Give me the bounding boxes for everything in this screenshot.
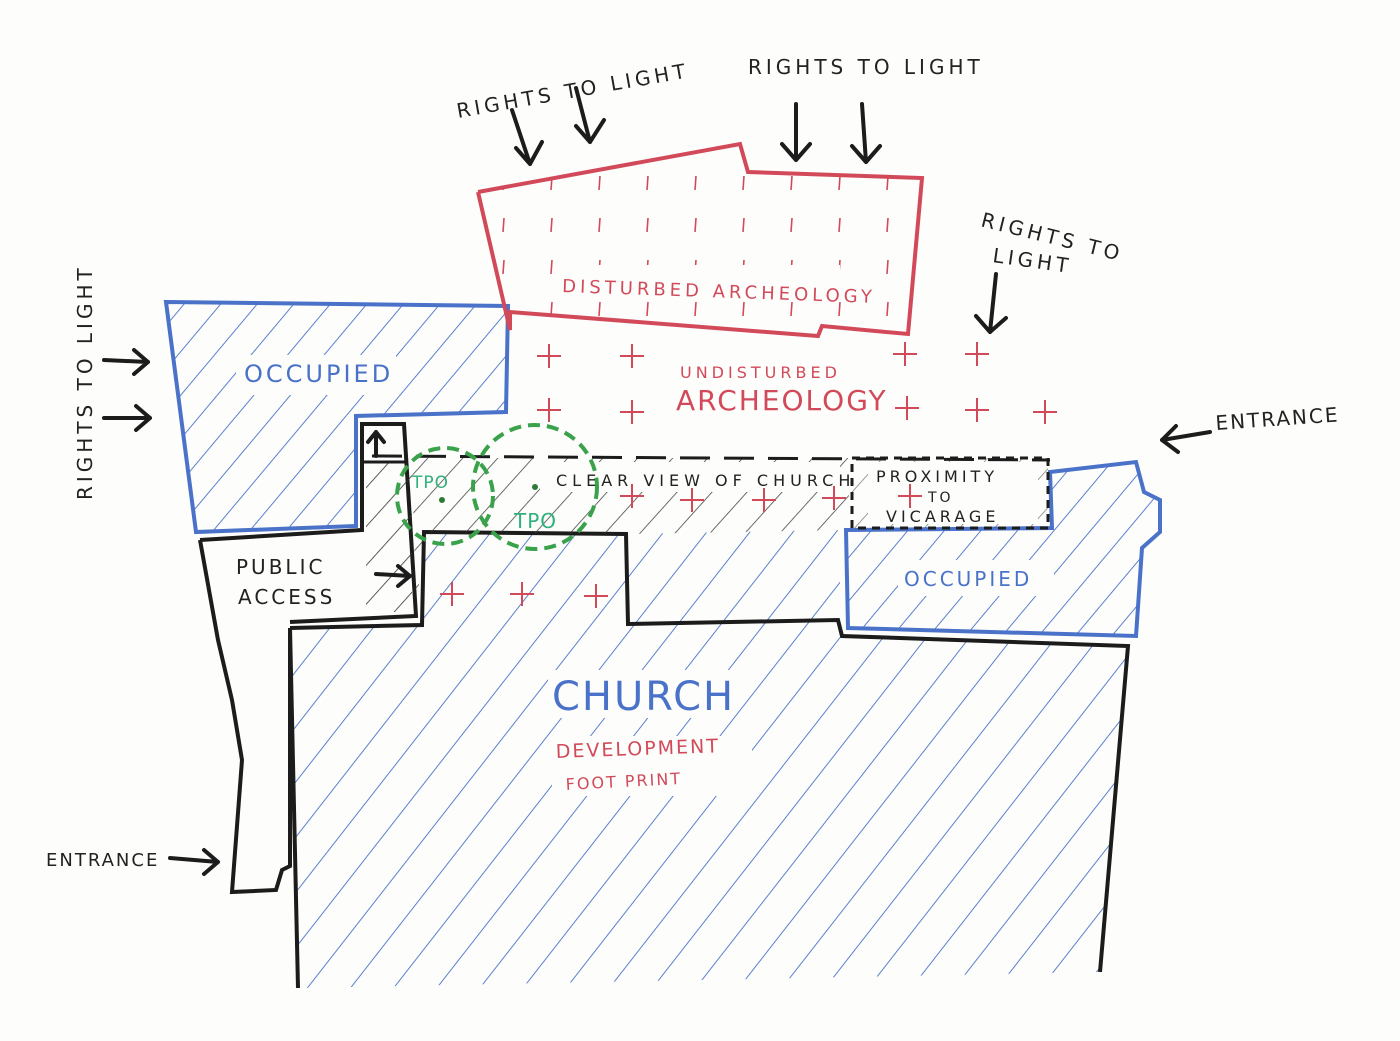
undisturbed-label-line1: UNDISTURBED <box>680 363 841 382</box>
rights-to-light-arrows-left <box>102 348 152 432</box>
entrance-right-label: ENTRANCE <box>1215 402 1341 435</box>
rights-to-light-arrows-top-left <box>510 86 606 166</box>
tpo-label-2: TPO <box>513 509 557 533</box>
public-access-corridor <box>198 422 419 895</box>
public-access-arrows <box>366 430 412 588</box>
church-label: CHURCH <box>552 674 735 720</box>
tpo-tree-2 <box>471 423 599 551</box>
public-access-hatch <box>366 462 412 612</box>
tpo-tree-1 <box>395 446 495 546</box>
public-access-label-line1: PUBLIC <box>236 555 325 579</box>
rights-to-light-label-top-right: RIGHTS TO LIGHT <box>748 55 984 79</box>
clear-view-zone <box>371 454 1051 616</box>
public-access-label-line2: ACCESS <box>238 585 335 609</box>
rights-to-light-arrow-right <box>974 272 1008 334</box>
rights-to-light-label-top-left: RIGHTS TO LIGHT <box>455 58 691 123</box>
clear-view-label: CLEAR VIEW OF CHURCH <box>556 471 855 490</box>
undisturbed-label-line2: ARCHEOLOGY <box>676 384 888 417</box>
proximity-label-line1: PROXIMITY <box>876 467 998 486</box>
entrance-arrow-right <box>1160 424 1212 454</box>
entrance-arrow-left <box>168 848 220 876</box>
rights-to-light-arrows-top-right <box>780 102 882 164</box>
undisturbed-crosses <box>440 342 1057 608</box>
occupied-right <box>843 459 1162 639</box>
occupied-right-label: OCCUPIED <box>904 567 1032 591</box>
occupied-left-label: OCCUPIED <box>244 360 393 388</box>
rights-to-light-label-left: RIGHTS TO LIGHT <box>73 264 97 500</box>
proximity-label-line2: TO <box>927 490 954 506</box>
tpo-label-1: TPO <box>411 473 449 493</box>
proximity-label-line3: VICARAGE <box>886 507 999 526</box>
disturbed-archeology-zone <box>476 141 925 339</box>
proximity-vicarage-zone <box>850 456 1050 530</box>
entrance-left-label: ENTRANCE <box>46 850 159 871</box>
